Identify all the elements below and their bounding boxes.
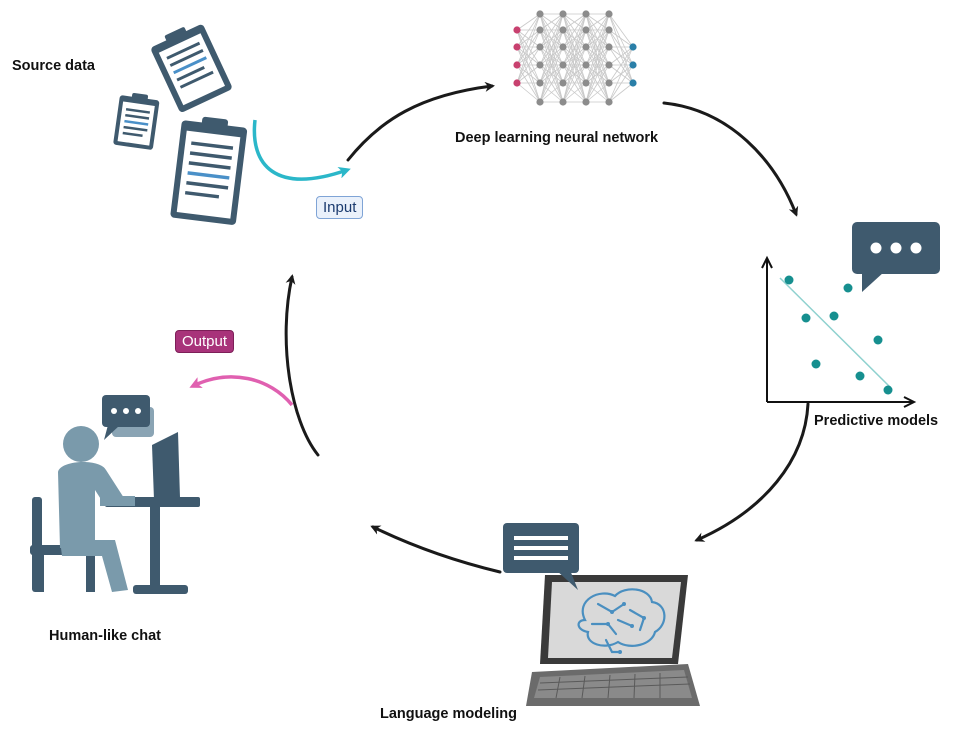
label-human-chat: Human-like chat xyxy=(49,628,161,644)
clipboard-icon xyxy=(113,92,160,150)
chat-bubble-icon xyxy=(102,395,154,440)
arrow-chat-to-input xyxy=(284,274,320,457)
laptop-brain-icon xyxy=(526,575,700,706)
neural-network-icon xyxy=(513,10,637,106)
scatter-plot-icon xyxy=(761,255,917,408)
input-arrow xyxy=(252,119,351,181)
person-at-computer-icon xyxy=(30,426,200,594)
label-language-modeling: Language modeling xyxy=(380,706,517,722)
cycle-arrows xyxy=(284,81,810,574)
label-deep-learning: Deep learning neural network xyxy=(455,130,659,146)
clipboard-icon xyxy=(170,116,248,225)
label-predictive-models: Predictive models xyxy=(814,413,939,429)
chat-bubble-icon xyxy=(503,523,579,590)
label-source-data: Source data xyxy=(12,58,95,74)
arrow-language-to-chat xyxy=(370,525,502,574)
arrow-input-to-network xyxy=(346,81,495,162)
output-tag: Output xyxy=(175,330,235,353)
speech-bubble-icon xyxy=(852,222,940,292)
arrow-network-to-predictive xyxy=(662,101,799,217)
arrow-predictive-to-language xyxy=(694,402,810,542)
clipboard-icon xyxy=(151,24,232,112)
output-arrow xyxy=(189,375,294,407)
input-tag: Input xyxy=(316,196,364,219)
